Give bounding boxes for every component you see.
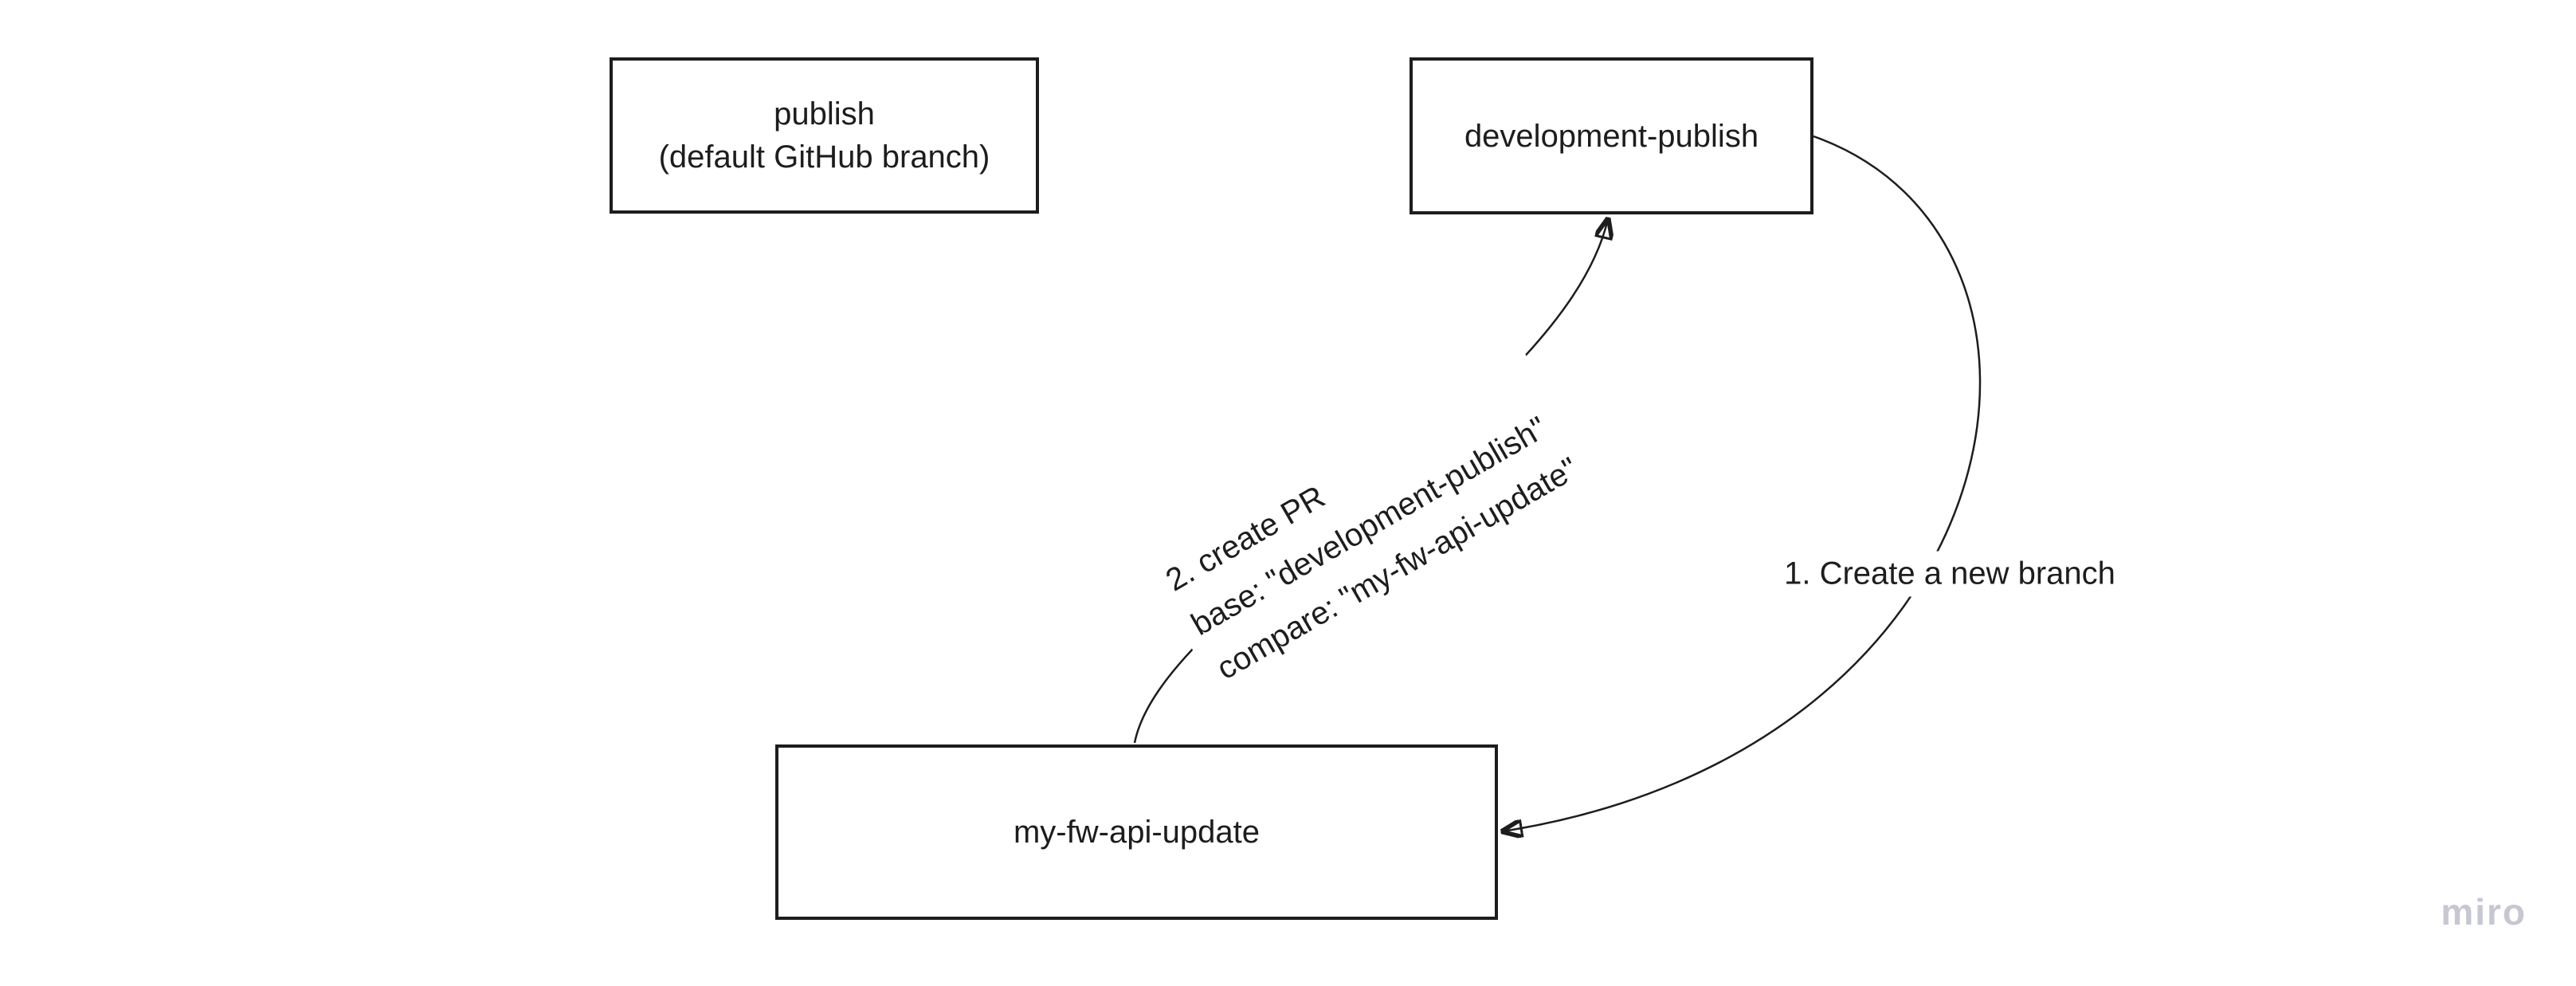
shape-development-publish-branch[interactable]: development-publish (1410, 57, 1813, 214)
my-fw-api-update-label: my-fw-api-update (1013, 815, 1260, 850)
create-branch-connector-label[interactable]: 1. Create a new branch (1773, 551, 2127, 597)
shape-publish-branch[interactable]: publish (default GitHub branch) (610, 57, 1039, 214)
development-publish-label: development-publish (1464, 118, 1759, 154)
publish-label-line2: (default GitHub branch) (658, 139, 990, 175)
create-branch-connector[interactable] (1503, 135, 1982, 831)
publish-label-line1: publish (774, 96, 875, 132)
shape-my-fw-api-update-branch[interactable]: my-fw-api-update (775, 744, 1498, 920)
miro-watermark-logo: miro (2441, 891, 2527, 933)
